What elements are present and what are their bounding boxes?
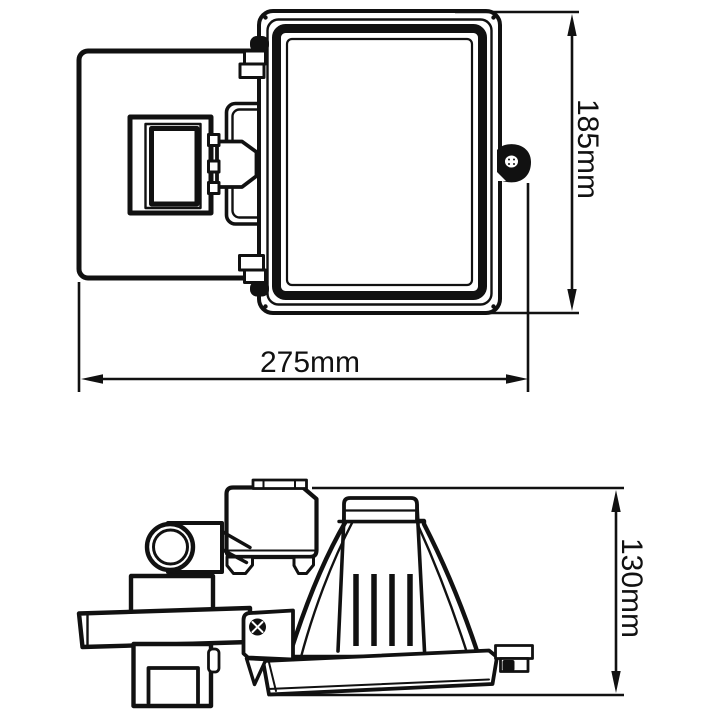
pivot-bracket [241,608,295,687]
side-view [76,478,534,709]
dimension-width-label: 275mm [260,346,360,379]
hinge-pin-icon [250,281,269,297]
dimension-width: 275mm [77,183,530,392]
arrow-down-icon [611,671,621,693]
arrow-down-icon [567,289,577,311]
arrow-right-icon [506,374,528,384]
pipe-knuckle [144,521,196,573]
latch-tabs [494,644,534,673]
cable-plug [215,139,259,189]
corner-screw-icon [491,15,496,20]
hinge-clip-top [238,36,269,79]
mounting-arm [76,605,253,650]
box-ridge [251,478,308,490]
stand-upper-block [128,573,216,617]
stand-lower-block [131,641,221,709]
vent-slots [353,574,413,646]
corner-screw-icon [491,304,496,309]
arrow-up-icon [611,490,621,512]
dimension-height: 185mm [455,10,604,315]
latch-mark-icon [502,660,515,671]
dimension-depth: 130mm [270,486,648,697]
lamp-body [286,496,482,660]
corner-screw-icon [263,304,268,309]
gear-box [127,114,214,216]
stand-clip [207,647,221,674]
hinge-pin-icon [250,36,269,52]
hinge-clip-bottom [238,254,269,297]
corner-screw-icon [263,15,268,20]
glass-tray [261,648,499,697]
terminal-tabs [207,133,221,195]
junction-box [224,478,319,575]
arrow-left-icon [81,374,103,384]
dimension-height-label: 185mm [571,99,604,199]
top-view [76,9,531,315]
glass-bezel [272,24,487,300]
arrow-up-icon [567,14,577,36]
bracket-flap [244,656,268,687]
frame-outline [257,9,502,315]
mounting-lug [497,144,531,183]
stand-foot [146,666,200,705]
dimension-depth-label: 130mm [615,538,648,638]
